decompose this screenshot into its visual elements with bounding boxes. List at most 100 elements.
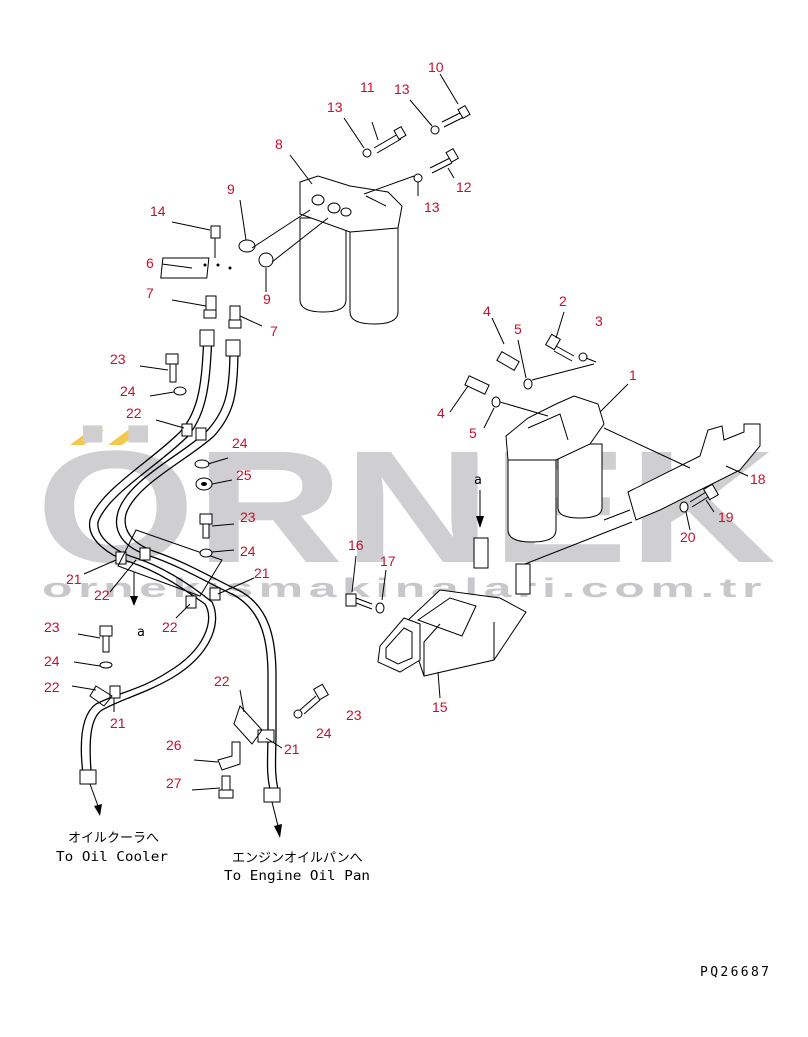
marker-a-right: a: [474, 473, 482, 488]
bolt-23b: [199, 513, 213, 539]
callout-14: 14: [150, 203, 166, 219]
callout-24c: 24: [240, 543, 256, 559]
clamp-21a: [115, 551, 127, 565]
callout-22c: 22: [162, 619, 178, 635]
bolt-12: [429, 147, 460, 174]
callout-4b: 4: [437, 405, 445, 421]
drawing-code: PQ26687: [700, 965, 772, 980]
callout-13b: 13: [394, 81, 410, 97]
washer-13b: [430, 125, 440, 135]
bolt-16: [345, 593, 373, 610]
callout-24a: 24: [120, 383, 136, 399]
manifold-block-assembly: [160, 221, 263, 329]
hose-bracket-22: [233, 705, 263, 745]
o-ring-5a: [523, 378, 533, 390]
caption-oil-cooler-jp: オイルクーラへ: [68, 831, 159, 846]
callout-23d: 23: [346, 707, 362, 723]
callout-23c: 23: [44, 619, 60, 635]
right-assembly: [345, 311, 761, 699]
fitting-4a: [496, 350, 520, 372]
callout-24d: 24: [44, 653, 60, 669]
washer-24e: [293, 709, 303, 719]
washer-3: [578, 352, 588, 362]
callouts: 1 2 3 4 4 5 5 6 7 7 8 9 9 10 11 12 13 13…: [44, 59, 766, 791]
callout-15: 15: [432, 699, 448, 715]
filter-port-3: [340, 207, 352, 217]
callout-7b: 7: [270, 323, 278, 339]
clamp-22c: [185, 595, 197, 609]
o-ring-9a: [238, 239, 256, 253]
filter-head-1: [505, 395, 605, 461]
filter-canister-right: [349, 221, 399, 325]
arrow-a-right: [476, 516, 484, 528]
callout-16: 16: [348, 537, 364, 553]
bolt-11: [373, 125, 407, 154]
filter-port-2: [327, 202, 341, 214]
callout-23a: 23: [110, 351, 126, 367]
bolt-23a: [165, 353, 179, 383]
callout-5a: 5: [514, 321, 522, 337]
callout-22e: 22: [214, 673, 230, 689]
clamp-22a: [181, 423, 193, 437]
filter-head-body: [299, 175, 403, 233]
hose-end-a-top: [199, 329, 215, 347]
caption-engine-oil-pan-en: To Engine Oil Pan: [224, 869, 370, 884]
filter-port-1: [311, 194, 325, 206]
bolt-27: [218, 775, 234, 799]
hose-bracket-plate: [117, 529, 223, 597]
washer-24a: [173, 386, 187, 396]
callout-24e: 24: [316, 725, 332, 741]
callout-10: 10: [428, 59, 444, 75]
hose-end-b-top: [225, 339, 241, 357]
callout-20: 20: [680, 529, 696, 545]
arrow-a-left: [130, 596, 138, 606]
callout-3: 3: [595, 313, 603, 329]
watermark: ÖRNEK ornekismakinalari.com.tr: [36, 417, 776, 603]
washer-17: [375, 602, 385, 614]
washer-20: [679, 501, 689, 513]
clamp-21d: [109, 685, 121, 699]
callout-8: 8: [275, 136, 283, 152]
arrow-to-engine-oil-pan: [274, 824, 282, 838]
bracket-18: [627, 423, 761, 521]
plug-14: [210, 225, 221, 258]
bolt-23c: [99, 625, 113, 653]
washer-24c: [199, 548, 213, 558]
fitting-7b: [228, 305, 242, 329]
callout-21c: 21: [110, 715, 126, 731]
callout-22d: 22: [44, 679, 60, 695]
fitting-4b: [464, 375, 490, 395]
bracket-15: [377, 537, 531, 677]
callout-21d: 21: [284, 741, 300, 757]
caption-oil-cooler-en: To Oil Cooler: [56, 850, 168, 865]
callout-21b: 21: [254, 565, 270, 581]
callout-23b: 23: [240, 509, 256, 525]
clip-26: [217, 741, 241, 771]
filter-canister-left: [299, 217, 347, 313]
bolt-23d: [299, 683, 330, 715]
callout-7a: 7: [146, 285, 154, 301]
fitting-7a: [203, 295, 217, 319]
callout-25: 25: [236, 467, 252, 483]
marker-a-left: a: [137, 625, 145, 640]
callout-9b: 9: [263, 291, 271, 307]
callout-2: 2: [559, 293, 567, 309]
watermark-accent-left: [70, 430, 104, 445]
bolt-19: [689, 483, 720, 508]
callout-27: 27: [166, 775, 182, 791]
hose-end-b-bottom: [263, 787, 281, 803]
callout-11: 11: [360, 79, 375, 95]
callout-12: 12: [456, 179, 472, 195]
callout-1: 1: [629, 367, 637, 383]
washer-13a: [362, 148, 372, 158]
manifold-block-6: [160, 257, 210, 279]
clamp-21b: [139, 547, 151, 561]
callout-24b: 24: [232, 435, 248, 451]
watermark-site: ornekismakinalari.com.tr: [42, 573, 767, 603]
bolt-2: [544, 333, 575, 362]
callout-4a: 4: [483, 303, 491, 319]
watermark-accent-right: [108, 430, 142, 445]
o-ring-9b: [258, 252, 274, 268]
washer-24d: [99, 661, 113, 669]
